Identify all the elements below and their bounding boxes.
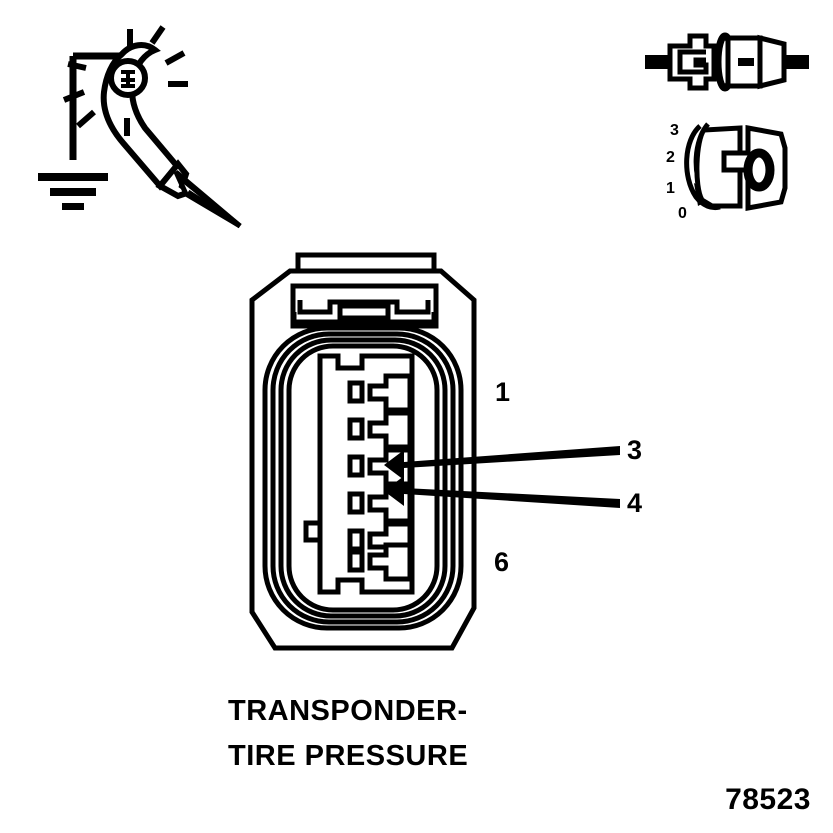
lock-shelf-center-tab [337,303,391,321]
terminal-cavity-2 [347,410,413,450]
terminal-cavity-1 [347,373,413,413]
lock-shelf-base [291,312,437,325]
connector-disconnect-icon [645,32,809,92]
socket-boot [757,34,787,90]
key-head-back [694,125,743,209]
test-light-probe-icon [38,25,242,229]
connector-face-view [249,252,477,651]
callout-arrow-3 [384,446,620,480]
ground-symbol-icon [38,173,108,210]
plug-contact-slot [677,49,709,75]
terminal-cavity-6 [347,542,413,582]
lock-shelf-steps [297,299,431,315]
ignition-key-switch-icon [684,122,788,211]
lamp-filament [121,70,135,88]
lamp-light-rays [62,25,188,136]
callout-arrow-4 [384,476,620,508]
key-head-front [721,125,788,211]
plug-body [667,33,717,91]
key-bow-hole [743,148,775,192]
terminal-block-left-rib [303,520,323,543]
socket-slot [738,58,754,66]
